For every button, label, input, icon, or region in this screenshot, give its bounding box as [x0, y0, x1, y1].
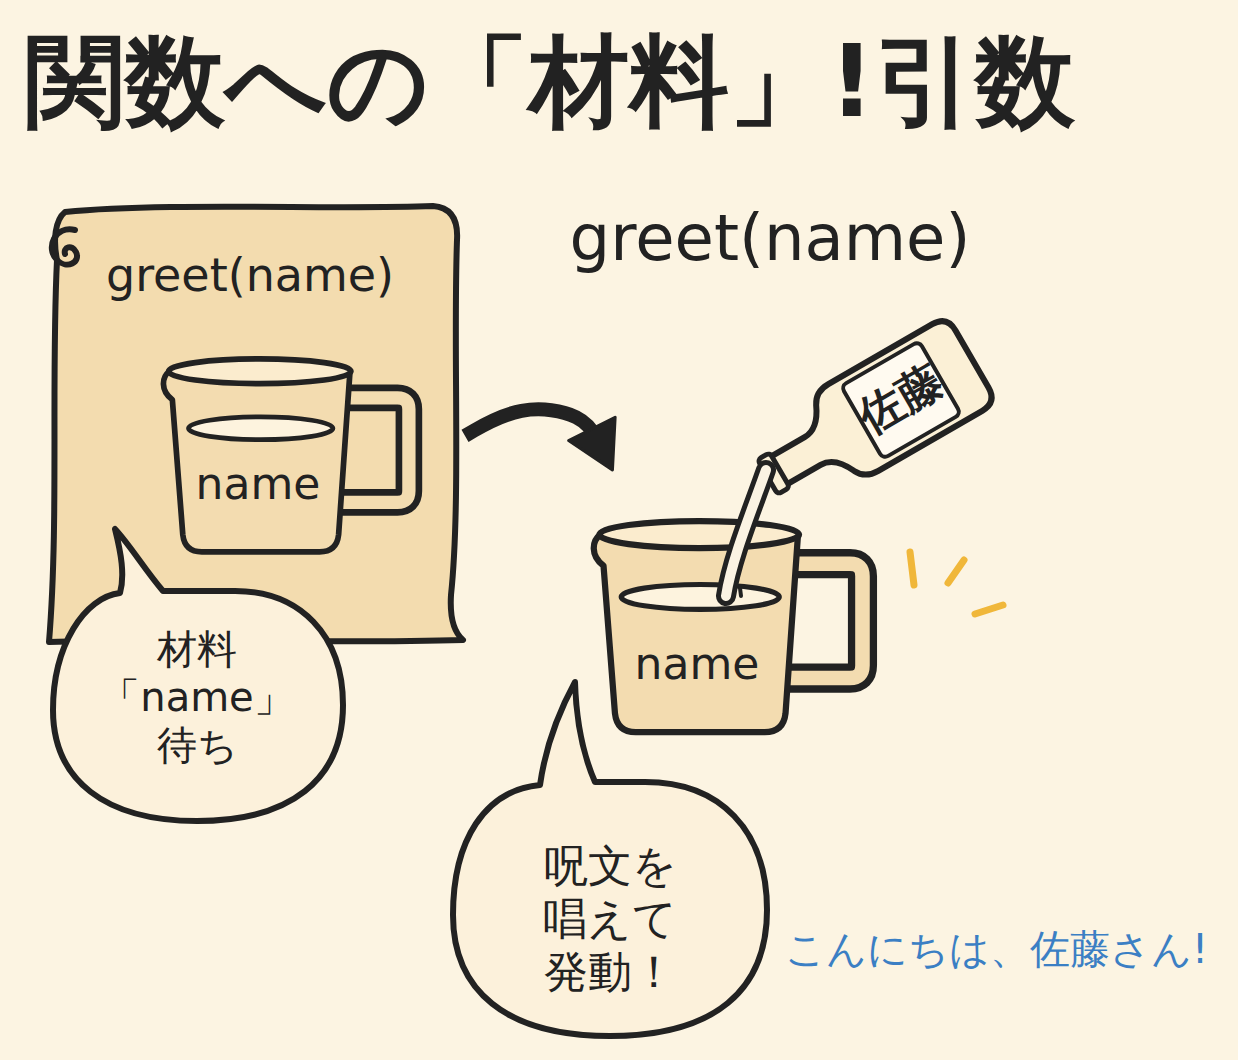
- text-slot: name: [612, 638, 782, 691]
- pour-stream-outline: [726, 470, 766, 596]
- filled-cup: name: [580, 470, 875, 735]
- text-slot: name: [173, 458, 343, 511]
- scroll-sheet: [49, 206, 463, 642]
- argument-bottle: 佐藤: [755, 315, 995, 495]
- node-text: name: [173, 458, 343, 511]
- node-text: 呪文を 唱えて 発動！: [490, 840, 730, 998]
- flow-arrow: [465, 409, 615, 470]
- cup-handle-inner: [790, 564, 863, 678]
- cup-handle-inner: [342, 398, 409, 503]
- node-shape: [580, 470, 875, 735]
- measuring-cup: name: [160, 358, 425, 558]
- text-slot: greet(name): [80, 248, 420, 303]
- cup-handle: [342, 398, 409, 503]
- label-slot: こんにちは、佐藤さん!: [785, 925, 1230, 973]
- diagram-title: 関数への「材料」!引数: [25, 22, 1175, 142]
- bottle-body: [750, 316, 997, 516]
- arrow-head: [569, 417, 616, 470]
- text-slot: 材料 「name」 待ち: [77, 625, 317, 769]
- sparkle: [910, 552, 914, 585]
- cup-handle: [790, 564, 863, 678]
- cup-rim: [169, 359, 351, 384]
- cup-drawing: [163, 359, 408, 552]
- recipe-scroll: greet(name) name: [35, 200, 465, 645]
- bubble-outline: [53, 529, 343, 821]
- free-label: greet(name): [520, 200, 1020, 277]
- free-label: こんにちは、佐藤さん!: [785, 925, 1230, 973]
- drip: [740, 588, 741, 596]
- sparkle-marks: [910, 552, 1003, 614]
- node-text: name: [612, 638, 782, 691]
- node-text: 材料 「name」 待ち: [77, 625, 317, 769]
- cup-liquid: [621, 584, 779, 609]
- label-slot: 関数への「材料」!引数: [25, 22, 1175, 142]
- bottle-drawing: [743, 316, 997, 521]
- cup-body: [163, 371, 350, 552]
- speech-bubble: 呪文を 唱えて 発動！: [445, 680, 775, 1040]
- text-slot: 呪文を 唱えて 発動！: [490, 840, 730, 998]
- pour-stream: [726, 470, 766, 596]
- cup-body: [594, 535, 798, 733]
- bubble-outline: [453, 682, 767, 1036]
- label-slot: greet(name): [520, 200, 1020, 277]
- node-text: greet(name): [80, 248, 420, 303]
- speech-bubble: 材料 「name」 待ち: [45, 525, 350, 825]
- sparkle: [948, 560, 964, 583]
- cup-liquid: [189, 417, 333, 440]
- text-slot: 佐藤: [841, 373, 961, 426]
- cup-rim: [599, 521, 799, 548]
- scroll-curl: [52, 229, 77, 264]
- sparkle: [975, 605, 1003, 614]
